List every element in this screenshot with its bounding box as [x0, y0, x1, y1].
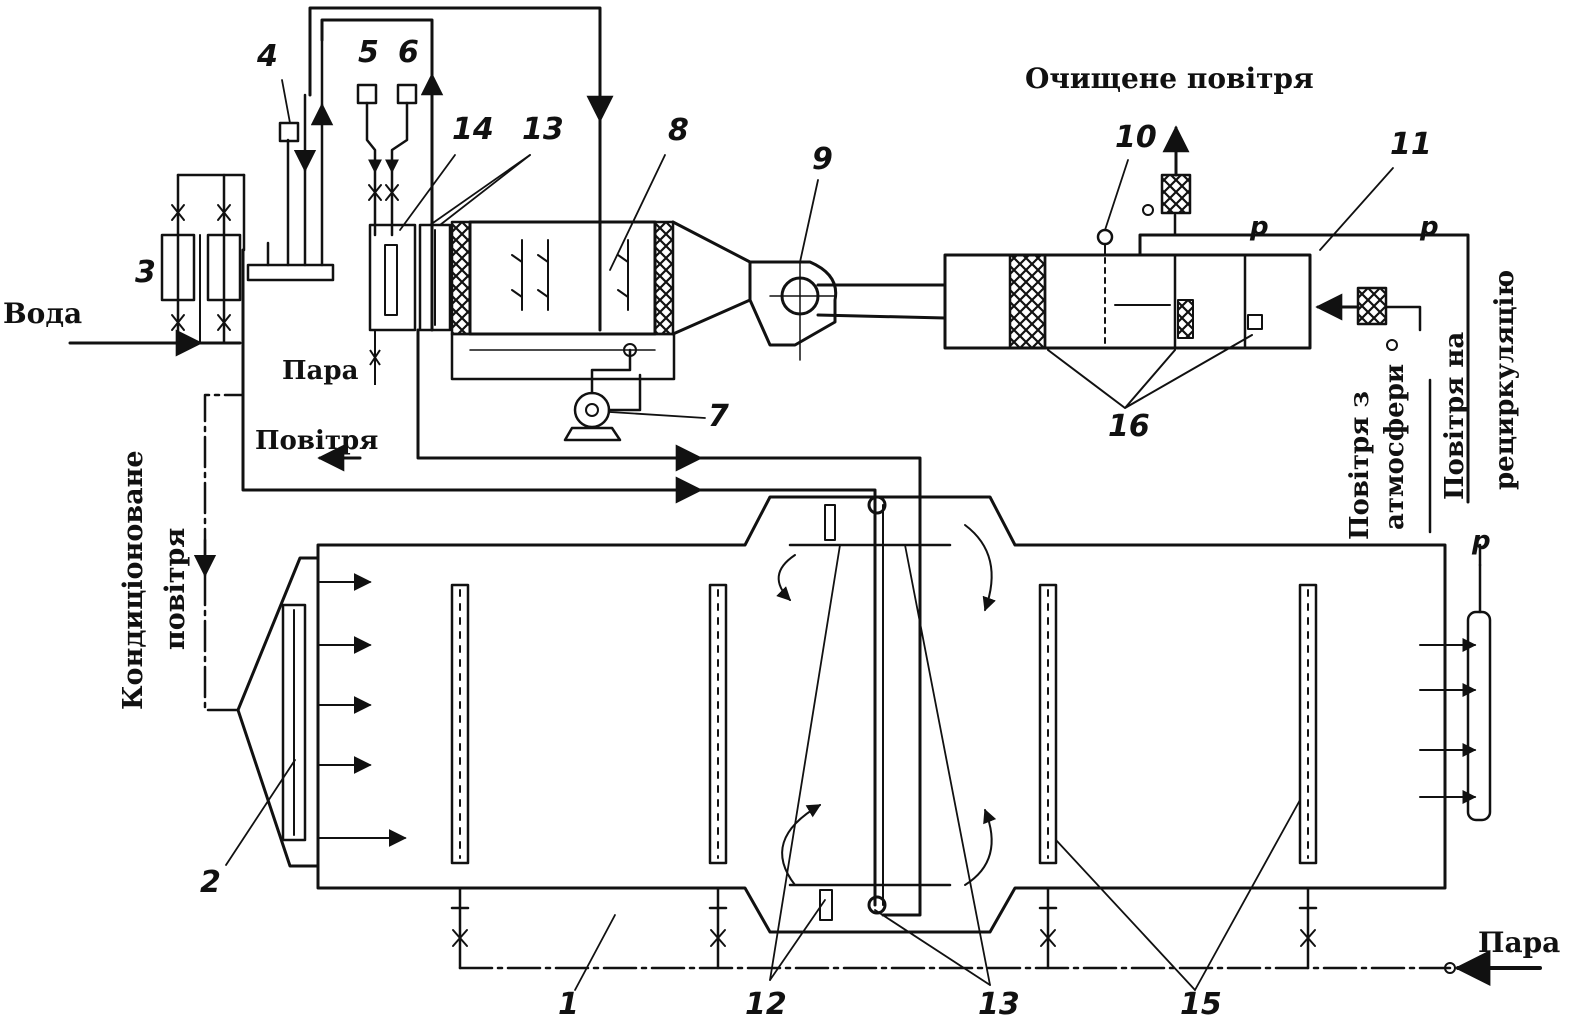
- callout-13: 13: [522, 112, 564, 147]
- instrument-4: [278, 121, 300, 143]
- conditioned-air-duct: [203, 393, 244, 712]
- heater-block-13: [418, 223, 452, 332]
- callout-5: 5: [358, 35, 379, 70]
- callout-7: 7: [708, 399, 729, 434]
- pressure-mark: p: [1420, 212, 1439, 242]
- callout-15: 15: [1180, 987, 1222, 1022]
- pump-7: [573, 391, 611, 429]
- steam-heaters-15: [450, 583, 1318, 865]
- callout-12: 12: [745, 987, 787, 1022]
- callout-3: 3: [135, 255, 156, 290]
- washer-sump: [450, 332, 676, 381]
- label-air-to-recirculation-2: рециркуляцію: [1490, 269, 1520, 490]
- callout-9: 9: [812, 142, 833, 177]
- callout-14: 14: [452, 112, 494, 147]
- label-air: Повітря: [255, 426, 379, 456]
- label-clean-air: Очищене повітря: [1025, 62, 1314, 95]
- label-air-from-atmosphere-2: атмосфери: [1380, 363, 1410, 530]
- callout-8: 8: [668, 113, 689, 148]
- heater-block-14: [368, 223, 417, 332]
- instrument-6: [396, 83, 418, 105]
- eliminator-rear: [653, 220, 675, 336]
- pressure-mark: p: [1250, 212, 1269, 242]
- instrument-5: [356, 83, 378, 105]
- label-air-from-atmosphere-1: Повітря з: [1345, 391, 1375, 540]
- callout-2: 2: [200, 865, 221, 900]
- outlet-air-arrows: [1419, 638, 1477, 804]
- recovery-unit-11: [943, 253, 1312, 350]
- pressure-mark: p: [1472, 526, 1491, 556]
- chamber-outline: [316, 495, 1447, 934]
- inlet-air-arrows: [317, 573, 407, 847]
- label-steam-top: Пара: [282, 356, 359, 386]
- callout-1: 1: [558, 987, 579, 1022]
- callout-16: 16: [1108, 409, 1150, 444]
- label-conditioned-air-1: Кондиціоноване: [118, 450, 149, 710]
- eliminator-front: [450, 220, 472, 336]
- label-conditioned-air-2: повітря: [160, 527, 191, 650]
- label-steam-bottom: Пара: [1478, 926, 1561, 959]
- callout-6: 6: [398, 35, 419, 70]
- callout-10: 10: [1115, 120, 1157, 155]
- label-water: Вода: [3, 297, 83, 330]
- outlet-collector: [1466, 610, 1492, 822]
- fan-9: [748, 260, 838, 347]
- inlet-pipe-2: [281, 603, 307, 842]
- spray-nozzles: [511, 239, 629, 311]
- manifold-valves: [452, 929, 1316, 947]
- callout-4: 4: [257, 39, 278, 74]
- callout-11: 11: [1390, 127, 1432, 162]
- gauge-10: [1096, 228, 1114, 246]
- label-air-to-recirculation-1: Повітря на: [1440, 331, 1470, 500]
- callout-13: 13: [978, 987, 1020, 1022]
